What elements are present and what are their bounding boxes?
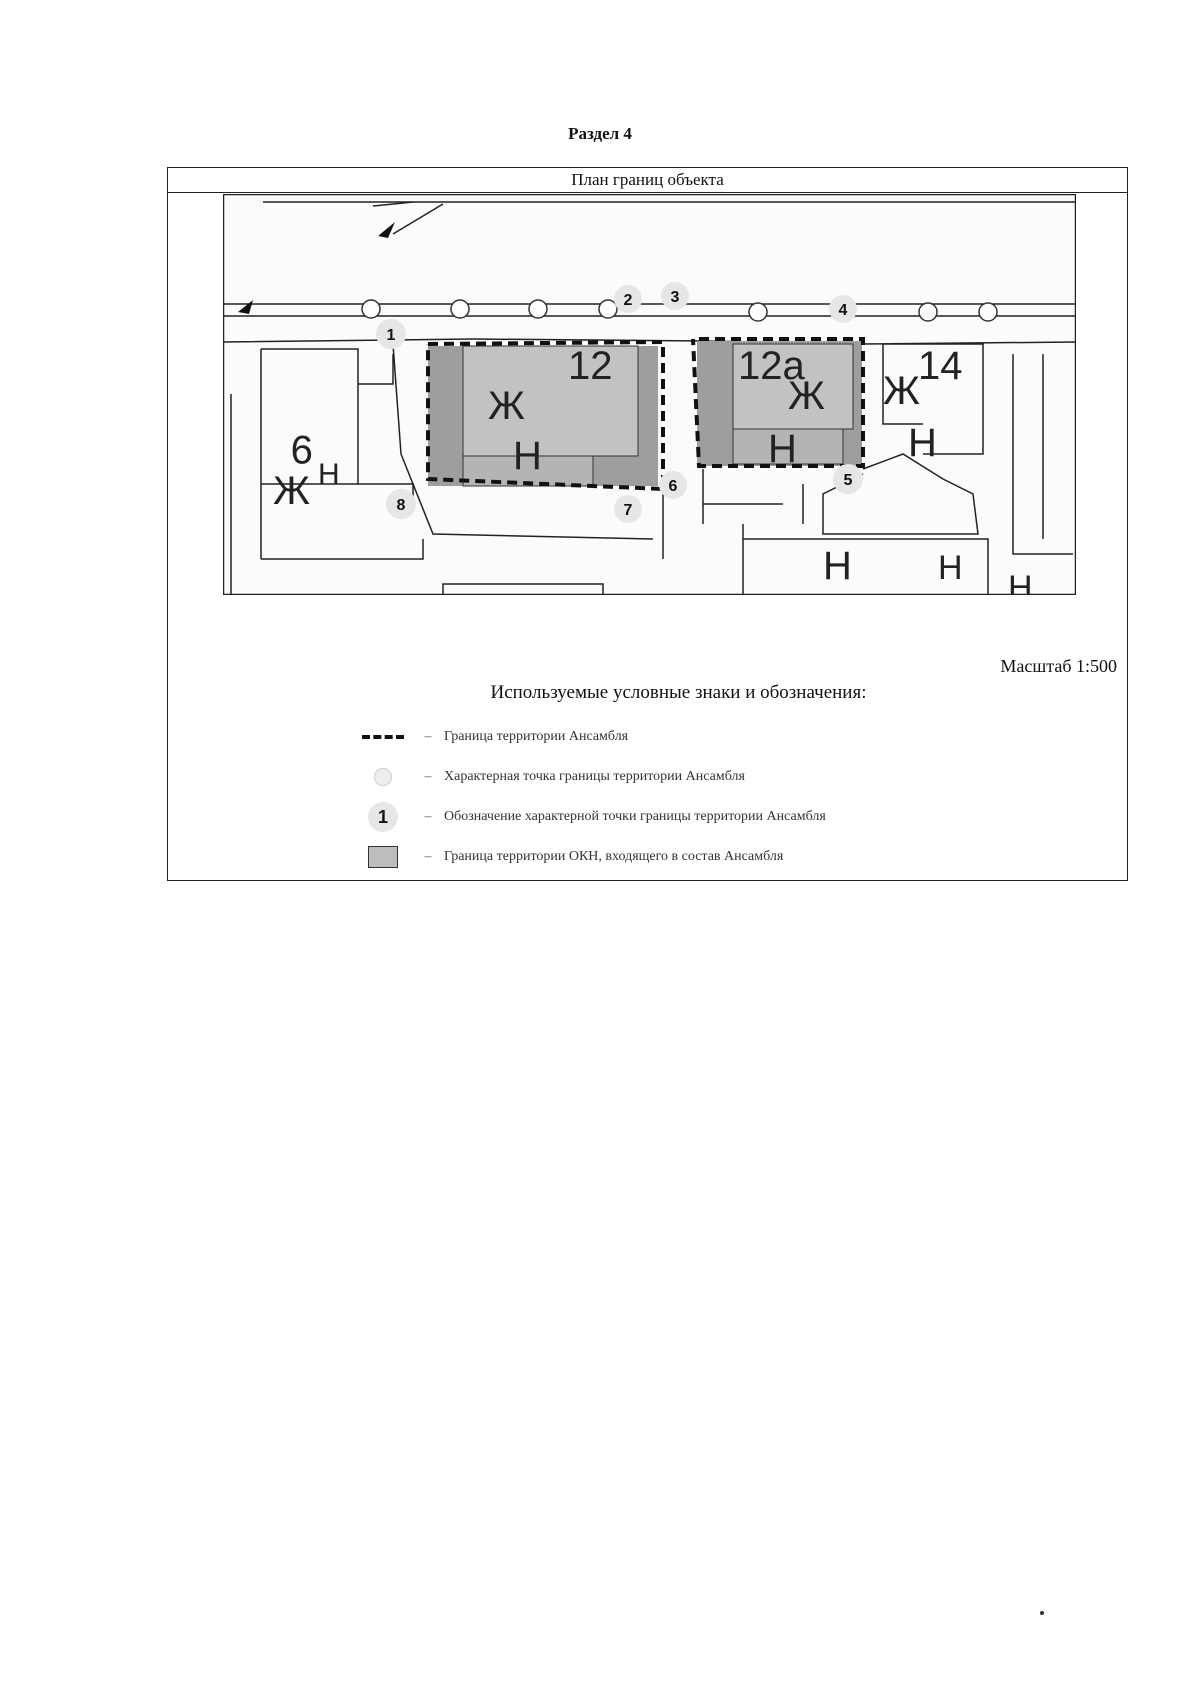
point-1: 1 <box>376 319 406 349</box>
characteristic-points[interactable]: 1 2 3 4 5 <box>376 282 863 523</box>
section-title: Раздел 4 <box>568 124 632 143</box>
svg-text:3: 3 <box>671 289 680 306</box>
building-number-12a: 12а <box>738 344 805 388</box>
point-3: 3 <box>661 282 689 310</box>
okn-territory-12a[interactable] <box>691 337 865 468</box>
point-4: 4 <box>829 295 857 323</box>
svg-text:5: 5 <box>844 472 853 489</box>
building-annotations: Ж Н 12 12а Ж Н Ж 14 Н Н Н Н 9 Ж Н <box>273 344 1033 595</box>
building-label-n: Н <box>513 434 542 478</box>
plan-frame: План границ объекта <box>167 167 1128 881</box>
building-number-14: 14 <box>918 344 963 388</box>
legend-heading: Используемые условные знаки и обозначени… <box>490 682 867 703</box>
street-points <box>361 299 998 322</box>
svg-text:2: 2 <box>624 292 633 309</box>
legend-text: Характерная точка границы территории Анс… <box>444 769 745 784</box>
point-6: 6 <box>659 471 687 499</box>
building-number-9: 9 <box>291 427 313 471</box>
point-2: 2 <box>614 285 642 313</box>
legend-text: Обозначение характерной точки границы те… <box>444 809 826 824</box>
building-label-n: Н <box>823 544 852 588</box>
building-label-n: Н <box>318 458 340 491</box>
svg-text:8: 8 <box>397 497 406 514</box>
legend-separator: – <box>424 769 432 784</box>
point-5: 5 <box>833 464 863 494</box>
legend-separator: – <box>424 809 432 824</box>
numbered-point-label: 1 <box>368 802 398 832</box>
point-icon <box>348 762 418 792</box>
svg-text:6: 6 <box>669 478 678 495</box>
legend-item-numbered-point: 1 – Обозначение характерной точки границ… <box>348 802 826 832</box>
dashed-line-icon <box>348 722 418 752</box>
point-8: 8 <box>386 489 416 519</box>
scan-dot <box>1040 1611 1044 1615</box>
building-label-n: Н <box>938 549 963 587</box>
legend-separator: – <box>424 729 432 744</box>
west-buildings <box>230 343 654 594</box>
legend-separator: – <box>424 849 432 864</box>
building-label-zh: Ж <box>488 384 525 428</box>
svg-text:7: 7 <box>624 502 633 519</box>
building-label-zh: Ж <box>788 374 825 418</box>
legend-text: Граница территории Ансамбля <box>444 729 629 744</box>
legend-item-boundary: – Граница территории Ансамбля <box>348 722 628 752</box>
boundary-map[interactable]: Ж Н 12 12а Ж Н Ж 14 Н Н Н Н 9 Ж Н <box>223 194 1076 595</box>
building-label-zh: Ж <box>273 469 310 513</box>
east-buildings <box>442 343 1073 594</box>
legend-item-okn: – Граница территории ОКН, входящего в со… <box>348 842 783 872</box>
svg-text:1: 1 <box>387 327 396 344</box>
legend-item-point: – Характерная точка границы территории А… <box>348 762 745 792</box>
map-scale: Масштаб 1:500 <box>1000 656 1117 676</box>
building-number-12: 12 <box>568 344 613 388</box>
direction-arrows <box>238 222 395 314</box>
gray-box-icon <box>348 842 418 872</box>
building-label-n: Н <box>908 421 937 465</box>
legend-text: Граница территории ОКН, входящего в сост… <box>444 849 784 864</box>
building-label-n: Н <box>1008 569 1033 595</box>
numbered-point-icon: 1 <box>348 802 418 832</box>
okn-territory-12[interactable] <box>426 339 665 492</box>
building-label-n: Н <box>768 427 797 471</box>
building-label-zh: Ж <box>883 369 920 413</box>
svg-text:4: 4 <box>839 302 848 319</box>
point-7: 7 <box>614 495 642 523</box>
plan-title: План границ объекта <box>168 168 1127 193</box>
